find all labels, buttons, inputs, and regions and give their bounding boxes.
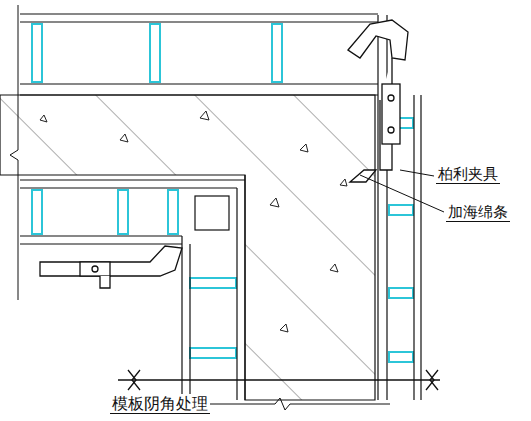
- corner-clamp: [40, 246, 182, 288]
- corner-clamp: [348, 20, 408, 182]
- tie-rod: [118, 370, 440, 390]
- part-label: 加海绵条: [446, 203, 510, 222]
- timber-stud: [32, 24, 413, 362]
- slab-formwork: [20, 180, 245, 400]
- concrete-section: [0, 95, 375, 400]
- aggregate-marks: [40, 111, 347, 332]
- caption: 模板阴角处理: [110, 394, 210, 414]
- part-label: 柏利夹具: [436, 165, 500, 184]
- leader-line: [360, 175, 444, 212]
- wall-formwork: [245, 15, 421, 400]
- top-formwork: [20, 14, 378, 95]
- leader-line: [400, 170, 434, 176]
